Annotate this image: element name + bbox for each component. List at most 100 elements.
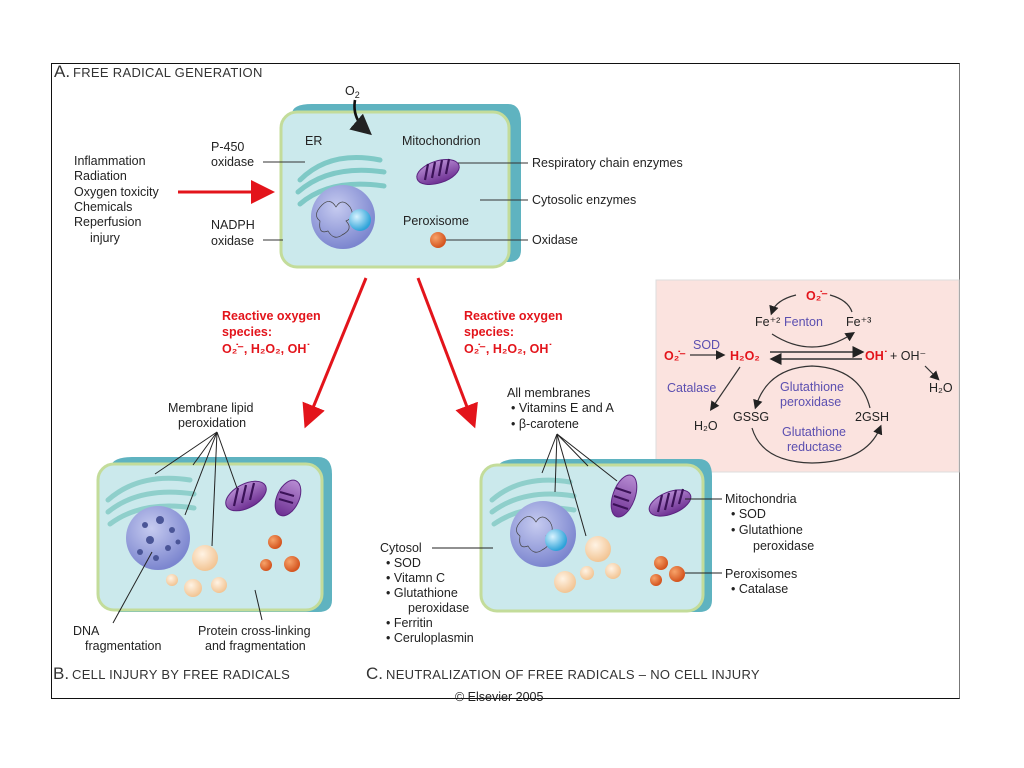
panel-b-prefix: B.: [53, 664, 69, 683]
svg-text:O₂̇⁻, H₂O₂, OH˙: O₂̇⁻, H₂O₂, OH˙: [464, 342, 553, 356]
nucleus-icon: [311, 185, 375, 249]
mitochondria-item: • Glutathione: [731, 523, 803, 537]
membrane-lipid-label: peroxidation: [178, 416, 246, 430]
gr-label: Glutathione: [782, 425, 846, 439]
ros-arrow-left: [302, 277, 368, 429]
superoxide-left: O₂̇⁻: [664, 349, 686, 363]
catalase-arrow: [709, 366, 741, 411]
panel-a-title: FREE RADICAL GENERATION: [73, 65, 263, 80]
er-label: ER: [305, 134, 322, 148]
gpx-arc: [753, 365, 871, 410]
ros-label-left: Reactive oxygen species: O₂̇⁻, H₂O₂, OH˙: [222, 309, 321, 356]
panel-a: A. FREE RADICAL GENERATION ER Mitoch: [54, 62, 683, 269]
oh-radical-label: OH˙: [865, 349, 888, 363]
protein-leader: [254, 589, 263, 621]
mitochondrion-icon: [274, 479, 302, 517]
cause-item: Oxygen toxicity: [74, 185, 160, 199]
nadph-label: oxidase: [211, 234, 254, 248]
cell-a: ER Mitochondrion Peroxisome: [279, 104, 521, 269]
fenton-arc-bottom: [771, 332, 856, 348]
p450-label: P-450: [211, 140, 244, 154]
vitamins-label: • Vitamins E and A: [511, 401, 614, 415]
gr-label: reductase: [787, 440, 842, 454]
mitochondrion-icon: [648, 488, 692, 517]
lipid-droplets-icon: [166, 545, 227, 597]
h2o-left: H₂O: [694, 419, 718, 433]
dna-label: fragmentation: [85, 639, 161, 653]
mitochondrion-icon: [610, 474, 638, 518]
mitochondria-item: • SOD: [731, 507, 766, 521]
cell-b-membrane: [96, 462, 324, 612]
oh-minus-label: + OH⁻: [890, 349, 926, 363]
svg-text:O₂̇⁻, H₂O₂, OH˙: O₂̇⁻, H₂O₂, OH˙: [222, 342, 311, 356]
peroxisomes-label: Peroxisomes: [725, 567, 797, 581]
fenton-arc-top: [829, 294, 853, 313]
chromatin-icon: [316, 201, 353, 238]
nucleus-icon: [510, 501, 576, 567]
dna-label: DNA: [73, 624, 100, 638]
cause-item: Reperfusion: [74, 215, 141, 229]
mitochondria-list: Mitochondria • SOD • Glutathione peroxid…: [725, 492, 814, 553]
cause-item: Inflammation: [74, 154, 146, 168]
copyright: © Elsevier 2005: [455, 690, 543, 704]
peroxisome-icon: [430, 232, 446, 248]
fe2-label: Fe⁺²: [755, 315, 780, 329]
cytosolic-enzymes-label: Cytosolic enzymes: [532, 193, 636, 207]
o2-label: O2: [345, 84, 360, 100]
nadph-label: NADPH: [211, 218, 255, 232]
h2o2-label: H₂O₂: [730, 349, 760, 363]
nucleolus-icon: [349, 209, 371, 231]
gssg-label: GSSG: [733, 410, 769, 424]
catalase-label: Catalase: [667, 381, 716, 395]
h2o-right: H₂O: [929, 381, 953, 395]
dna-leader: [112, 551, 153, 624]
cytosol-item: • Ceruloplasmin: [386, 631, 474, 645]
cause-item: Radiation: [74, 169, 127, 183]
mitochondria-item: peroxidase: [753, 539, 814, 553]
panel-b-title: CELL INJURY BY FREE RADICALS: [72, 667, 290, 682]
oxidase-label: Oxidase: [532, 233, 578, 247]
cytosol-item: Cytosol: [380, 541, 422, 555]
o2-arrow: [349, 99, 372, 136]
ros-label-right: Reactive oxygen species: O₂̇⁻, H₂O₂, OH˙: [464, 309, 563, 356]
svg-text:Reactive oxygen: Reactive oxygen: [464, 309, 563, 323]
carotene-label: • β-carotene: [511, 417, 579, 431]
peroxisome-label: Peroxisome: [403, 214, 469, 228]
nucleolus-icon: [545, 529, 567, 551]
membrane-leaders: [541, 433, 618, 537]
p450-label: oxidase: [211, 155, 254, 169]
lipid-droplets-icon: [554, 536, 621, 593]
svg-text:Reactive oxygen: Reactive oxygen: [222, 309, 321, 323]
dna-fragments-icon: [137, 516, 181, 561]
cytosol-item: peroxidase: [408, 601, 469, 615]
svg-text:species:: species:: [464, 325, 514, 339]
respiratory-chain-label: Respiratory chain enzymes: [532, 156, 683, 170]
protein-label: Protein cross-linking: [198, 624, 311, 638]
panel-b: Membrane lipid peroxidation DNA fragment…: [53, 401, 332, 683]
catalase-item: • Catalase: [731, 582, 788, 596]
peroxisomes-icon: [650, 556, 685, 586]
mitochondria-item: Mitochondria: [725, 492, 797, 506]
superoxide-top: O₂̇⁻: [806, 289, 828, 303]
oh-water-arrow: [924, 365, 940, 381]
fragmented-nucleus-icon: [126, 506, 190, 570]
cause-item: Chemicals: [74, 200, 132, 214]
cytosol-item: • Vitamn C: [386, 571, 445, 585]
cytosol-item: • SOD: [386, 556, 421, 570]
cytosol-item: • Glutathione: [386, 586, 458, 600]
gr-arc: [751, 424, 883, 464]
panel-c-title: NEUTRALIZATION OF FREE RADICALS – NO CEL…: [386, 667, 760, 682]
fe3-label: Fe⁺³: [846, 315, 871, 329]
causes-list: Inflammation Radiation Oxygen toxicity C…: [74, 154, 160, 245]
sod-label: SOD: [693, 338, 720, 352]
gsh-label: 2GSH: [855, 410, 889, 424]
protein-label: and fragmentation: [205, 639, 306, 653]
gpx-label: Glutathione: [780, 380, 844, 394]
svg-text:species:: species:: [222, 325, 272, 339]
cytosol-list: Cytosol • SOD • Vitamn C • Glutathione p…: [380, 541, 474, 645]
fenton-label: Fenton: [784, 315, 823, 329]
gpx-label: peroxidase: [780, 395, 841, 409]
reaction-box: O₂̇⁻ Fe⁺² Fenton Fe⁺³ O₂̇⁻ SOD H₂O₂ OH˙ …: [655, 279, 960, 473]
membrane-leaders: [154, 431, 238, 547]
